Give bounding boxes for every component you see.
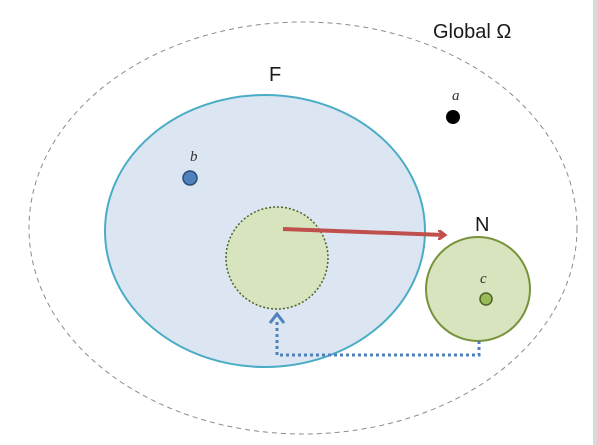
global-omega-label: Global Ω xyxy=(433,21,511,43)
set-n-label: N xyxy=(475,214,489,236)
blue-dotted-return-path xyxy=(275,322,481,357)
point-a-label: a xyxy=(452,88,460,104)
point-b-dot xyxy=(182,170,198,186)
blue-dotted-arrow-head xyxy=(268,311,286,324)
window-edge xyxy=(593,0,597,445)
red-arrow xyxy=(282,227,444,235)
inner-neighborhood-circle xyxy=(225,206,329,310)
set-n-circle xyxy=(425,236,531,342)
point-c-label: c xyxy=(480,271,487,287)
global-omega-boundary xyxy=(28,21,578,435)
point-b-label: b xyxy=(190,149,198,165)
point-c-dot xyxy=(479,292,493,306)
set-f-label: F xyxy=(269,64,281,86)
point-a-dot xyxy=(446,110,460,124)
